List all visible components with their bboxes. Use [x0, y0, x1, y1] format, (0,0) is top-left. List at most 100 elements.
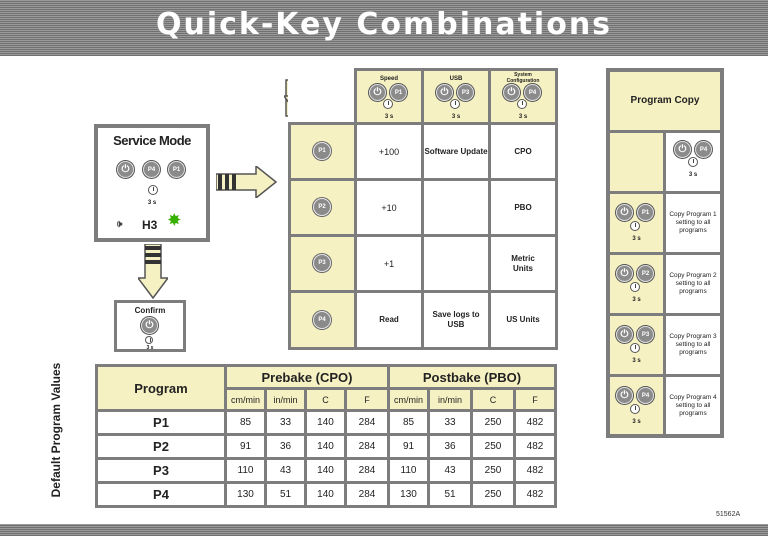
confirm-title: Confirm — [134, 306, 166, 315]
down-arrow-icon — [138, 244, 168, 300]
program-name: P2 — [98, 436, 224, 457]
table-cell: 284 — [347, 484, 387, 505]
default-values-side-label: Default Program Values — [49, 362, 63, 498]
power-key-icon — [141, 317, 158, 334]
grid-cell: +10 — [357, 181, 421, 234]
grid-cell — [424, 237, 488, 290]
grid-cell: Save logs to USB — [424, 293, 488, 347]
column-header-speed: Speed P1 3 s — [357, 71, 421, 122]
grid-cell: +1 — [357, 237, 421, 290]
p2-key-icon: P2 — [637, 265, 654, 282]
p3-key-icon: P3 — [457, 84, 474, 101]
power-key-icon — [616, 326, 633, 343]
hold-time-label: 3 s — [146, 345, 154, 351]
prebake-header: Prebake (CPO) — [227, 367, 387, 387]
table-cell: 140 — [307, 460, 344, 481]
copy-row-keys: P1 3 s — [610, 194, 663, 252]
clock-icon — [688, 157, 698, 167]
postbake-header: Postbake (PBO) — [390, 367, 554, 387]
table-cell: 250 — [473, 484, 513, 505]
table-cell: 36 — [267, 436, 304, 457]
blank-cell — [610, 133, 663, 191]
program-column-header: Program — [98, 367, 224, 409]
table-cell: 284 — [347, 436, 387, 457]
table-cell: 36 — [430, 436, 470, 457]
grid-cell: Software Update — [424, 125, 488, 178]
table-cell: 130 — [227, 484, 264, 505]
table-cell: 140 — [307, 412, 344, 433]
hold-time-label: 3 s — [632, 297, 641, 303]
green-led-icon: ✸ — [168, 212, 181, 229]
grid-cell: Metric Units — [491, 237, 555, 290]
right-arrow-icon — [216, 166, 278, 198]
clock-icon — [517, 99, 527, 109]
copy-row-text: Copy Program 1 setting to all programs — [666, 194, 720, 252]
program-name: P3 — [98, 460, 224, 481]
p4-key-icon: P4 — [637, 387, 654, 404]
copy-row-keys: P2 3 s — [610, 255, 663, 313]
table-cell: 140 — [307, 436, 344, 457]
clock-icon — [450, 99, 460, 109]
display-code: H3 — [142, 218, 158, 232]
hold-time-label: 3 s — [632, 419, 641, 425]
unit-header: cm/min — [227, 390, 264, 409]
power-key-icon — [674, 141, 691, 158]
grid-cell: +100 — [357, 125, 421, 178]
default-values-table: Program Prebake (CPO) Postbake (PBO) cm/… — [95, 364, 557, 508]
p2-key-icon: P2 — [313, 198, 331, 216]
p1-key-icon: P1 — [313, 142, 331, 160]
power-key-icon — [616, 265, 633, 282]
grid-cell: CPO — [491, 125, 555, 178]
table-cell: 51 — [430, 484, 470, 505]
table-cell: 482 — [516, 460, 554, 481]
unit-header: cm/min — [390, 390, 427, 409]
p4-key-icon: P4 — [143, 161, 160, 178]
hold-time-label: 3 s — [518, 114, 528, 120]
table-cell: 482 — [516, 484, 554, 505]
unit-header: F — [347, 390, 387, 409]
confirm-panel: Confirm 3 s — [114, 300, 186, 352]
grid-cell — [424, 181, 488, 234]
row-key-p1: P1 — [291, 125, 354, 178]
copy-row-keys: P4 3 s — [610, 377, 663, 434]
p1-key-icon: P1 — [637, 204, 654, 221]
program-copy-title: Program Copy — [610, 72, 720, 130]
hold-time-label: 3 s — [384, 114, 394, 120]
table-cell: 130 — [390, 484, 427, 505]
table-cell: 43 — [267, 460, 304, 481]
table-cell: 43 — [430, 460, 470, 481]
hold-time-label: 3 s — [632, 236, 641, 242]
table-cell: 91 — [227, 436, 264, 457]
table-cell: 110 — [390, 460, 427, 481]
hold-time-label: 3 s — [451, 114, 461, 120]
power-key-icon — [616, 387, 633, 404]
table-cell: 91 — [390, 436, 427, 457]
clock-icon — [630, 282, 640, 292]
row-key-p4: P4 — [291, 293, 354, 347]
table-cell: 284 — [347, 412, 387, 433]
clock-icon — [148, 185, 158, 195]
grid-cell: PBO — [491, 181, 555, 234]
table-cell: 51 — [267, 484, 304, 505]
header-banner — [0, 0, 768, 56]
p4-key-icon: P4 — [524, 84, 541, 101]
power-key-icon — [117, 161, 134, 178]
p4-key-icon: P4 — [695, 141, 712, 158]
grid-cell: US Units — [491, 293, 555, 347]
program-copy-header-keys: P4 3 s — [666, 133, 720, 191]
power-key-icon — [436, 84, 453, 101]
power-key-icon — [616, 204, 633, 221]
column-title: System Configuration — [506, 72, 540, 84]
row-key-p3: P3 — [291, 237, 354, 290]
table-cell: 250 — [473, 436, 513, 457]
table-cell: 85 — [227, 412, 264, 433]
column-title: USB — [449, 76, 463, 82]
unit-header: in/min — [430, 390, 470, 409]
table-cell: 33 — [430, 412, 470, 433]
unit-header: C — [307, 390, 344, 409]
program-copy-panel: Program Copy P4 3 s P1 3 s Copy Program … — [606, 68, 724, 438]
column-title: Speed — [379, 76, 398, 82]
grid-cell: Read — [357, 293, 421, 347]
hold-time-label: 3 s — [688, 172, 698, 178]
column-header-usb: USB P3 3 s — [424, 71, 488, 122]
